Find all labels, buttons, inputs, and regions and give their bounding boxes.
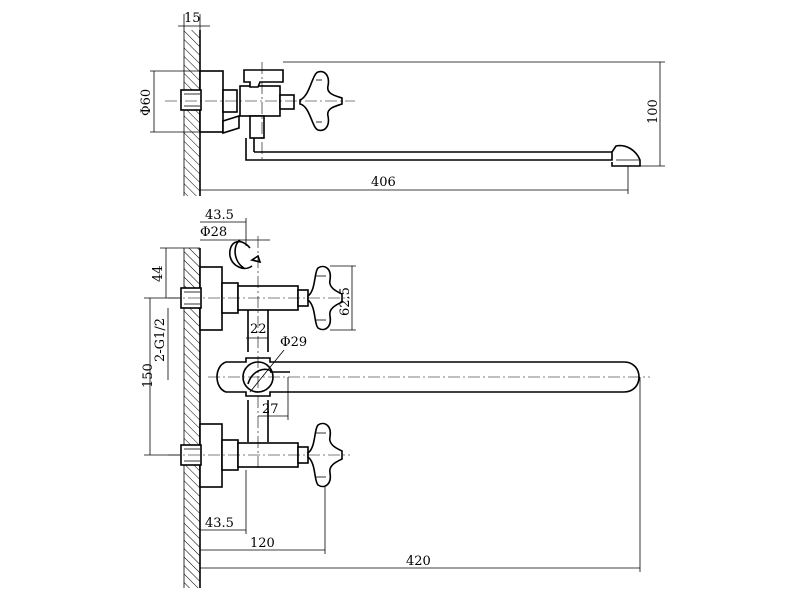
dim-handle-reach: 120 bbox=[250, 536, 275, 551]
dim-centers: 150 bbox=[141, 363, 156, 388]
front-wall-hatch bbox=[184, 248, 200, 588]
dim-wall-thickness: 15 bbox=[184, 11, 201, 26]
dim-holder-diameter: Φ28 bbox=[200, 225, 227, 240]
top-wall-hatch bbox=[184, 30, 200, 196]
dim-spout-reach: 420 bbox=[406, 554, 431, 569]
dim-riser-width: 22 bbox=[250, 322, 267, 337]
lower-escutcheon bbox=[199, 423, 223, 488]
top-view: 15 Φ60 100 406 bbox=[139, 11, 665, 196]
dim-handle-height: 62.5 bbox=[338, 287, 353, 316]
spout-body bbox=[216, 357, 640, 397]
dim-upper: 44 bbox=[151, 265, 166, 282]
shower-holder-hook bbox=[229, 240, 262, 270]
upper-escutcheon bbox=[199, 266, 223, 331]
dim-spout-offset: 27 bbox=[262, 402, 279, 417]
dim-spout-length: 406 bbox=[371, 175, 396, 190]
top-escutcheon bbox=[199, 70, 224, 133]
dim-escutcheon-diameter: Φ60 bbox=[139, 89, 154, 116]
dim-top-offset: 43.5 bbox=[205, 208, 234, 223]
front-view: 43.5 Φ28 44 62.5 22 Φ29 2-G1/2 150 27 bbox=[141, 208, 650, 588]
dim-spout-diameter: Φ29 bbox=[280, 335, 307, 350]
dim-thread: 2-G1/2 bbox=[153, 318, 168, 362]
top-spout bbox=[245, 138, 641, 167]
dim-height: 100 bbox=[646, 99, 661, 124]
dim-bottom-offset: 43.5 bbox=[205, 516, 234, 531]
